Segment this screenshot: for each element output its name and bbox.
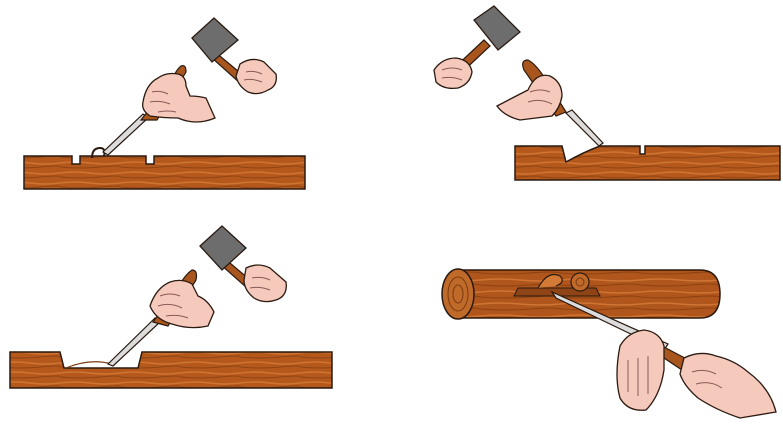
board-icon [24, 156, 305, 189]
hand-icon [617, 330, 664, 410]
hand-icon [680, 353, 776, 418]
panel-1 [24, 18, 305, 189]
panel-4 [442, 269, 776, 418]
log-icon [442, 269, 720, 319]
hand-icon [244, 265, 286, 302]
hand-icon [434, 58, 472, 88]
panel-2 [434, 6, 780, 180]
board-icon [10, 352, 332, 388]
panel-3 [10, 226, 332, 388]
hand-icon [497, 75, 562, 120]
hand-icon [143, 74, 215, 123]
board-icon [515, 146, 780, 180]
hand-icon [236, 59, 276, 93]
